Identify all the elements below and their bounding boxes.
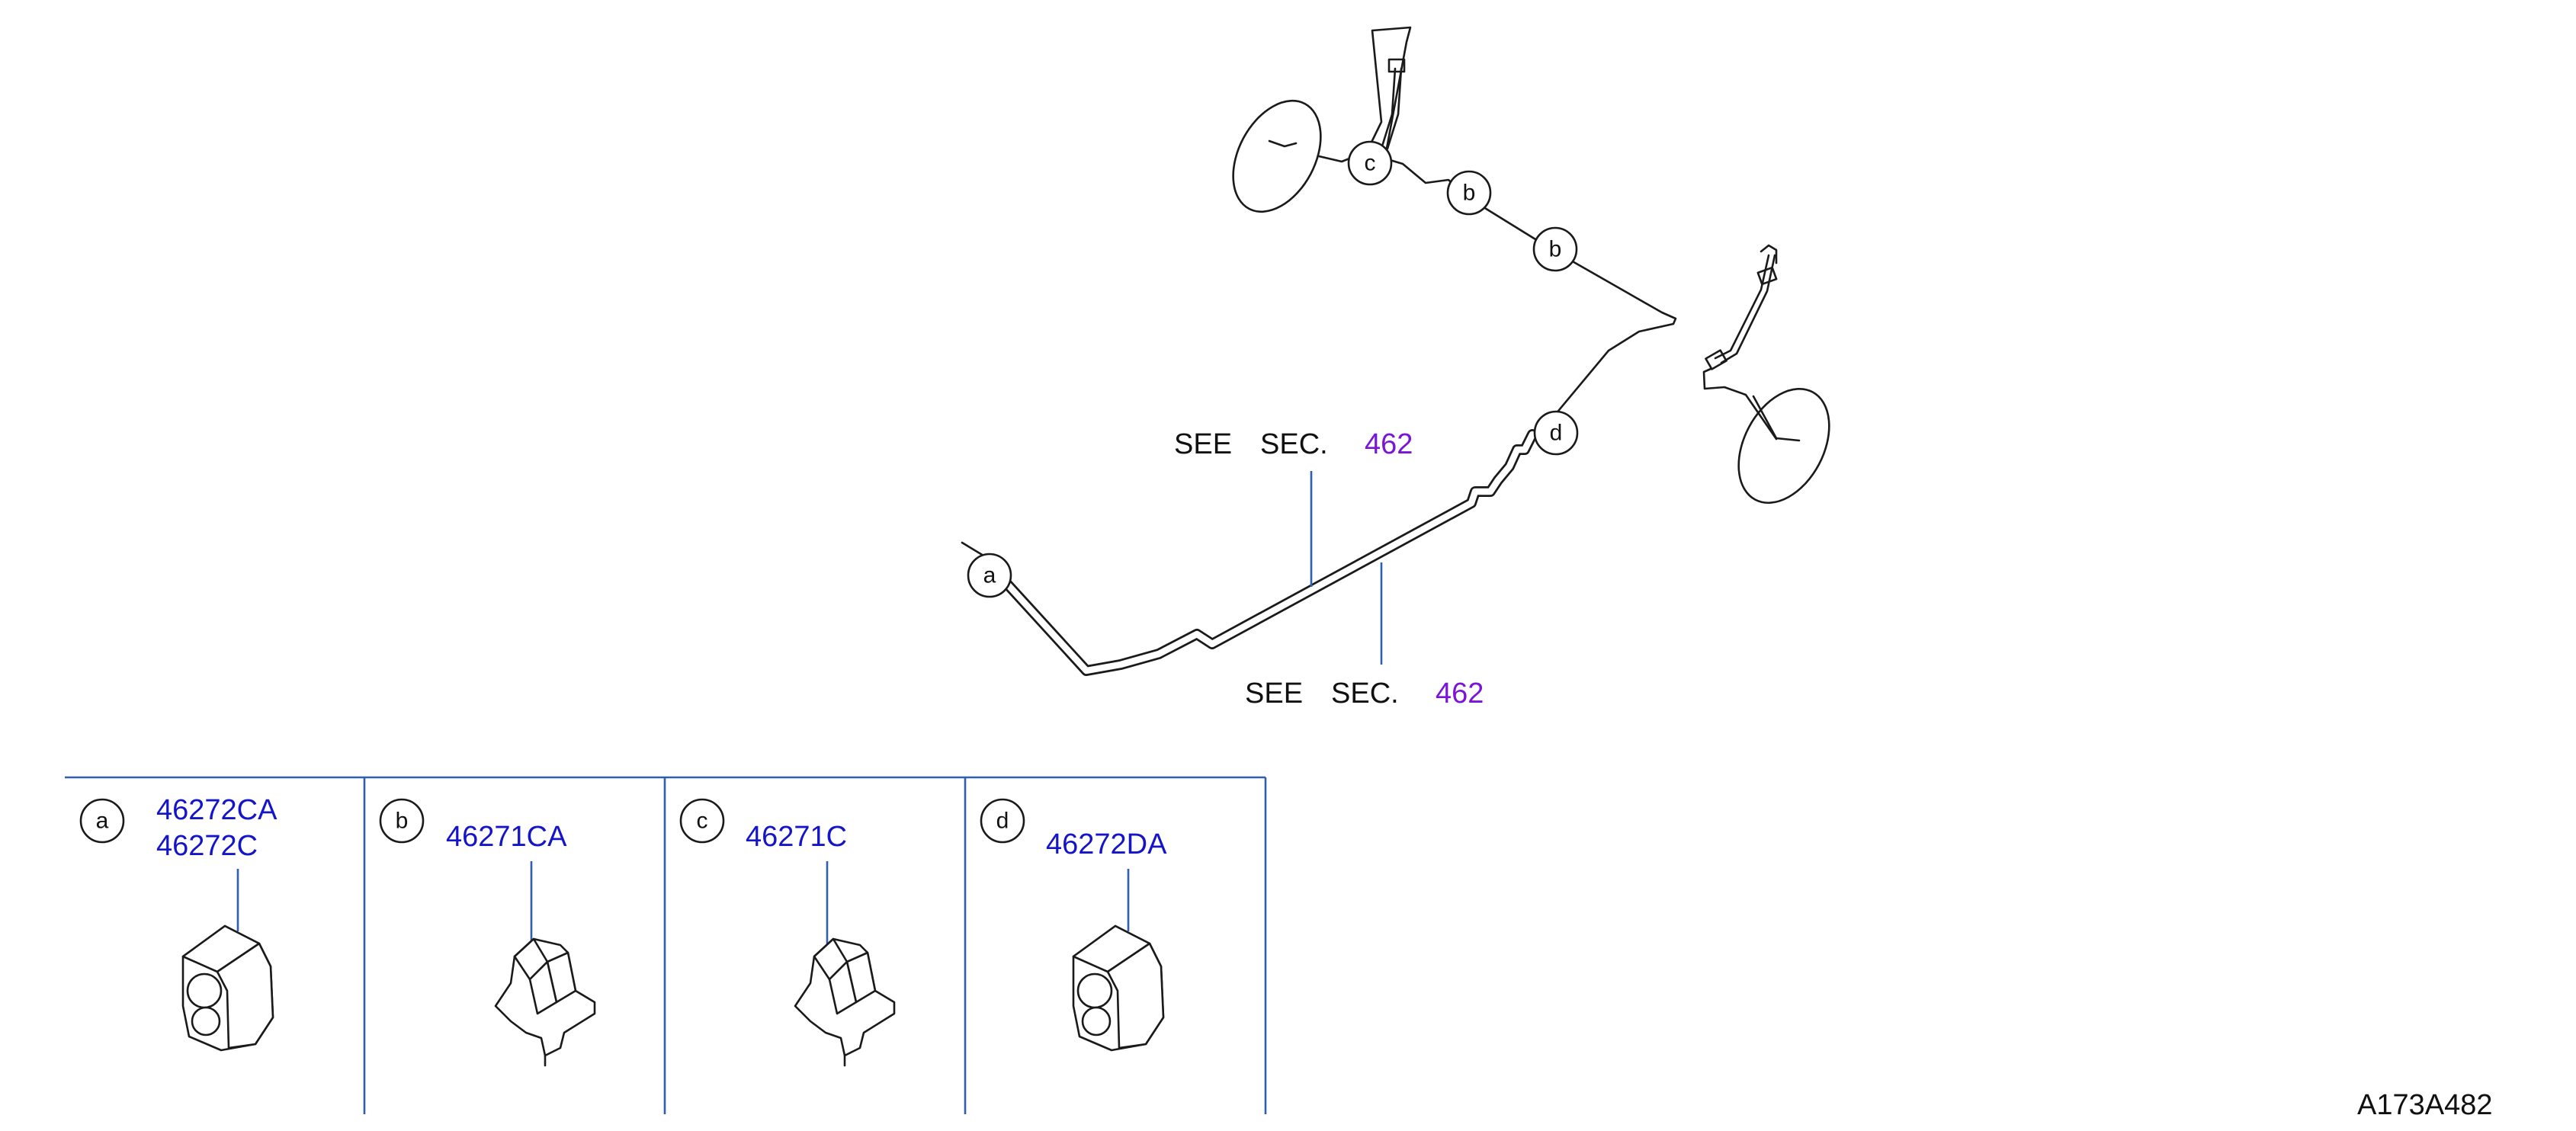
- lower-brake-disc: [1737, 387, 1830, 505]
- callout-b-main-2: b: [1532, 226, 1578, 272]
- legend-cell-a: a 46272CA 46272C: [79, 794, 277, 1052]
- svg-text:SEE: SEE: [1245, 678, 1303, 710]
- lower-hose-fitting-top: [1756, 266, 1778, 286]
- section-number[interactable]: 462: [1365, 428, 1413, 460]
- svg-text:a: a: [96, 809, 109, 834]
- lower-wheel-tube: [1702, 367, 1778, 441]
- legend-cell-c: c 46271C: [679, 798, 896, 1067]
- svg-text:c: c: [1365, 151, 1376, 176]
- svg-text:d: d: [1550, 421, 1563, 446]
- upper-brake-disc: [1232, 99, 1322, 213]
- clip-b-illustration: [494, 937, 596, 1067]
- legend-cell-b: b 46271CA: [379, 798, 596, 1067]
- upper-brake-line: [1317, 151, 1677, 459]
- part-number-link[interactable]: 46272DA: [1046, 828, 1167, 860]
- part-number-link[interactable]: 46272CA: [156, 794, 277, 826]
- part-number-link[interactable]: 46271C: [746, 821, 847, 853]
- part-number-link[interactable]: 46271CA: [446, 821, 567, 853]
- callout-d-main: d: [1533, 410, 1579, 456]
- see-section-label-1: SEE SEC. 462: [1174, 428, 1413, 460]
- main-tube-outer: [986, 429, 1538, 676]
- callout-c-main: c: [1347, 140, 1393, 186]
- lower-hose-fitting: [1705, 349, 1727, 370]
- part-number-link[interactable]: 46272C: [156, 830, 258, 862]
- section-number[interactable]: 462: [1436, 678, 1484, 710]
- svg-text:a: a: [983, 563, 996, 588]
- upper-flex-hose: [1380, 67, 1397, 150]
- svg-text:SEC.: SEC.: [1260, 428, 1328, 460]
- callout-b-main-1: b: [1446, 170, 1492, 216]
- upper-flex-hose-2: [1386, 67, 1403, 150]
- svg-text:d: d: [996, 809, 1009, 834]
- svg-text:b: b: [396, 809, 409, 834]
- legend-cell-d: d 46272DA: [980, 798, 1167, 1052]
- svg-text:SEC.: SEC.: [1331, 678, 1399, 710]
- lower-disc-hub-line: [1752, 395, 1801, 442]
- svg-text:b: b: [1463, 181, 1476, 206]
- lower-caliper-tab: [1760, 244, 1778, 264]
- parts-legend: a 46272CA 46272C b 46271CA: [65, 776, 1267, 1114]
- callout-a-main: a: [967, 553, 1012, 598]
- lower-right-brake-assembly: [1702, 244, 1830, 505]
- clip-d-illustration: [1072, 924, 1165, 1052]
- svg-text:c: c: [697, 809, 708, 834]
- clip-c-illustration: [794, 937, 896, 1067]
- lower-flex-hose-2: [1720, 254, 1776, 364]
- upper-left-brake-assembly: [1232, 26, 1412, 213]
- clip-a-illustration: [181, 924, 274, 1052]
- upper-caliper-bracket: [1363, 26, 1412, 158]
- see-section-label-2: SEE SEC. 462: [1245, 678, 1484, 710]
- svg-text:b: b: [1549, 237, 1562, 262]
- upper-hose-fitting: [1387, 58, 1406, 73]
- diagram-reference-code: A173A482: [2357, 1089, 2493, 1121]
- upper-disc-hub-line: [1268, 139, 1298, 148]
- main-tube-inner: [987, 431, 1536, 674]
- main-brake-tube: [961, 429, 1538, 676]
- svg-text:SEE: SEE: [1174, 428, 1232, 460]
